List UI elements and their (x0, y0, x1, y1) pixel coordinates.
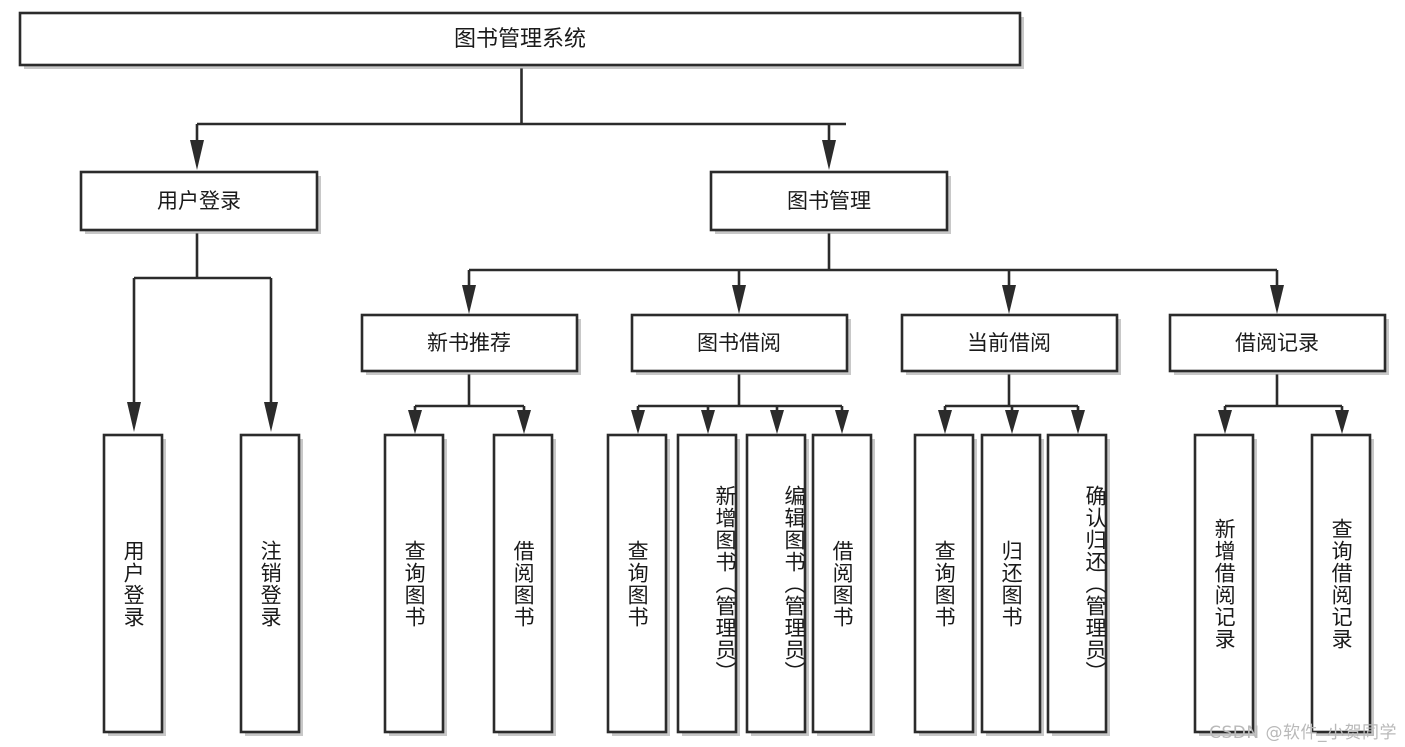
arrow-head-leaf-add-record (1218, 410, 1232, 434)
node-book-borrow[interactable]: 图书借阅 (630, 313, 851, 375)
arrow-head-leaf-borrow-book-2 (835, 410, 849, 434)
node-borrow-record-label: 借阅记录 (1235, 331, 1319, 355)
node-user-login-label: 用户登录 (157, 189, 241, 213)
arrow-head-book-borrow (732, 285, 746, 314)
node-current-borrow[interactable]: 当前借阅 (900, 313, 1121, 375)
arrow-head-leaf-add-book (701, 410, 715, 434)
arrow-head-book-management (822, 140, 836, 170)
arrow-head-leaf-edit-book (770, 410, 784, 434)
leaf-rect-edit-book[interactable] (745, 433, 807, 734)
node-book-management[interactable]: 图书管理 (709, 170, 951, 234)
arrow-head-leaf-borrow-book-1 (517, 410, 531, 434)
leaf-rect-query-book-2[interactable] (606, 433, 668, 734)
node-rect (709, 170, 949, 232)
node-borrow-record[interactable]: 借阅记录 (1168, 313, 1389, 375)
arrow-head-leaf-query-record (1335, 410, 1349, 434)
leaf-rect-add-book[interactable] (676, 433, 738, 734)
node-title-system[interactable]: 图书管理系统 (18, 11, 1024, 69)
arrow-head-new-book-recommend (462, 285, 476, 314)
leaf-rect-query-book-3[interactable] (913, 433, 975, 734)
node-book-borrow-label: 图书借阅 (697, 331, 781, 355)
leaf-rect-borrow-book-2[interactable] (811, 433, 873, 734)
node-rect (900, 313, 1119, 373)
arrow-head-leaf-confirm-return (1071, 410, 1085, 434)
arrow-head-current-borrow (1002, 285, 1016, 314)
arrow-head-leaf-return-book (1005, 410, 1019, 434)
node-book-management-label: 图书管理 (787, 189, 871, 213)
node-rect (630, 313, 849, 373)
connectors-group (127, 68, 1349, 434)
leaf-rect-user-login[interactable] (102, 433, 164, 734)
leaf-rect-query-book-1[interactable] (383, 433, 445, 734)
csdn-watermark: CSDN @软件_小贺同学 (1209, 723, 1397, 743)
node-rect (1168, 313, 1387, 373)
node-title-system-label: 图书管理系统 (454, 27, 586, 52)
node-new-book-recommend-label: 新书推荐 (427, 331, 511, 355)
leaf-rect-query-record[interactable] (1310, 433, 1372, 734)
node-rect (360, 313, 579, 373)
arrow-head-leaf-user-login (127, 402, 141, 432)
leaf-rect-user-logout[interactable] (239, 433, 301, 734)
node-current-borrow-label: 当前借阅 (967, 331, 1051, 355)
leaf-boxes-group (102, 433, 1374, 736)
leaf-rect-borrow-book-1[interactable] (492, 433, 554, 734)
leaf-rect-add-record[interactable] (1193, 433, 1255, 734)
arrow-head-user-login (190, 140, 204, 170)
leaf-rect-confirm-return[interactable] (1046, 433, 1108, 734)
node-rect (79, 170, 319, 232)
arrow-head-borrow-record (1270, 285, 1284, 314)
arrow-head-leaf-query-book-2 (631, 410, 645, 434)
node-rect (18, 11, 1022, 67)
node-user-login[interactable]: 用户登录 (79, 170, 321, 234)
arrow-head-leaf-user-logout (264, 402, 278, 432)
leaf-rect-return-book[interactable] (980, 433, 1042, 734)
node-new-book-recommend[interactable]: 新书推荐 (360, 313, 581, 375)
arrow-head-leaf-query-book-3 (938, 410, 952, 434)
arrow-head-leaf-query-book-1 (408, 410, 422, 434)
